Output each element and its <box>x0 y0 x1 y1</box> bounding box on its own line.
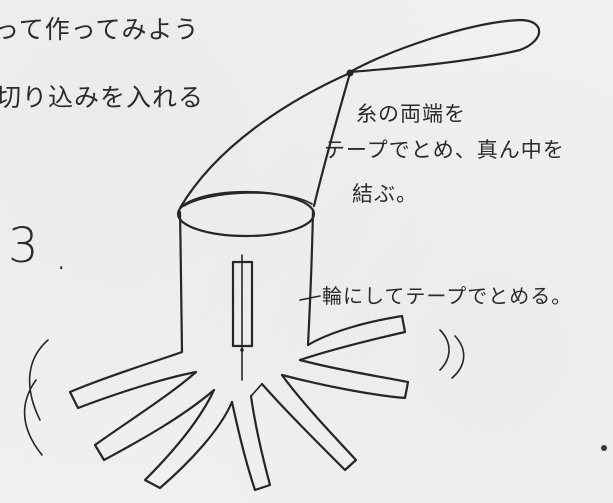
note-thread-line2: テープでとめ、真ん中を <box>324 138 565 162</box>
seam-dot <box>240 348 244 352</box>
streamer-2 <box>93 370 216 462</box>
step-number-dot: . <box>58 250 66 274</box>
instruction-heading: って作ってみよう <box>0 15 200 44</box>
ring-inner-edge <box>183 192 313 207</box>
streamer-4 <box>230 394 272 492</box>
leader-ring <box>299 295 321 301</box>
motion-left-2 <box>23 379 43 456</box>
ring-opening <box>176 190 316 238</box>
instruction-cut: 切り込みを入れる <box>0 83 205 112</box>
string-right <box>312 71 352 208</box>
motion-right-2 <box>451 335 465 379</box>
streamer-5 <box>260 373 358 472</box>
body-left-side <box>178 210 184 354</box>
streamer-3 <box>143 388 234 490</box>
edge-mark <box>601 445 607 451</box>
body-right-side <box>306 208 315 347</box>
string-left <box>178 71 352 210</box>
streamer-1 <box>68 350 198 410</box>
note-thread-line3: 結ぶ。 <box>352 182 418 206</box>
motion-right-1 <box>439 329 450 371</box>
note-thread-line1: 糸の両端を <box>356 102 466 126</box>
step-number: 3 <box>8 218 40 274</box>
streamer-join <box>250 383 263 397</box>
streamer-7 <box>298 314 407 362</box>
note-ring: 輪にしてテープでとめる。 <box>322 284 573 308</box>
streamer-6 <box>280 358 410 400</box>
motion-left-1 <box>28 339 49 421</box>
string-loop <box>348 18 541 74</box>
